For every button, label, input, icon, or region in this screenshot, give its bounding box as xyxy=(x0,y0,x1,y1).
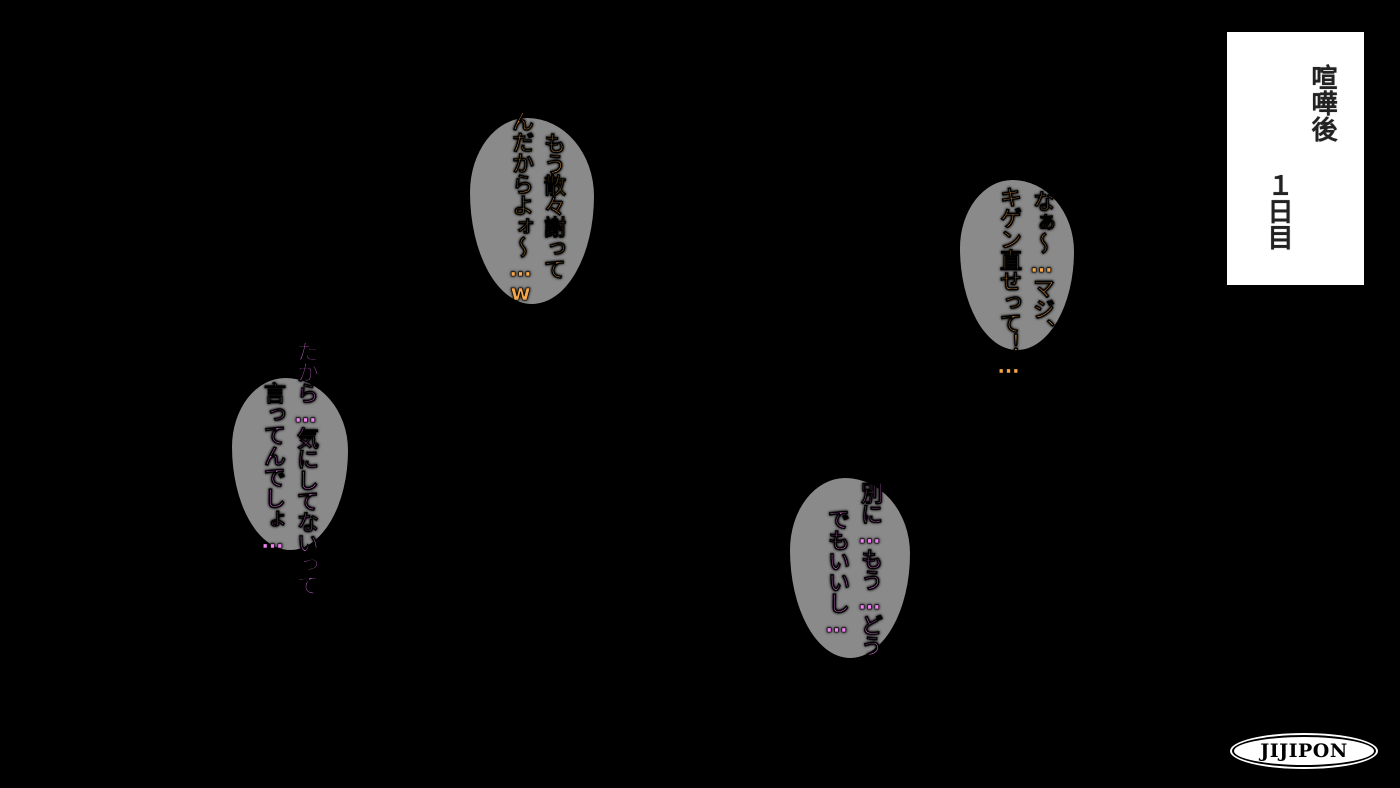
caption-line-1: 喧嘩後 xyxy=(1307,64,1337,142)
caption-box: 喧嘩後 １日目 xyxy=(1227,32,1364,285)
speech-bubble-1 xyxy=(470,118,594,304)
speech-bubble-3 xyxy=(232,378,348,550)
caption-line-2: １日目 xyxy=(1263,172,1293,250)
bubble-1-line-2: んだからよォ〜…w xyxy=(508,110,534,306)
speech-bubble-2 xyxy=(960,180,1074,350)
bubble-2-line-2: キゲン直せって！… xyxy=(996,186,1022,379)
bubble-3-line-1: だから…気にしてないって xyxy=(293,340,319,596)
bubble-3-line-2: 言ってんでしょ… xyxy=(260,382,286,554)
jijipon-logo: JIJIPON xyxy=(1232,735,1376,767)
speech-bubble-4 xyxy=(790,478,910,658)
bubble-4-line-1: 別に…もう…どう xyxy=(857,482,883,657)
bubble-2-line-1: なぁ〜…マジ、 xyxy=(1029,190,1055,341)
bubble-1-line-1: もう散々謝って xyxy=(540,132,566,280)
bubble-4-line-2: でもいいし… xyxy=(824,508,850,638)
